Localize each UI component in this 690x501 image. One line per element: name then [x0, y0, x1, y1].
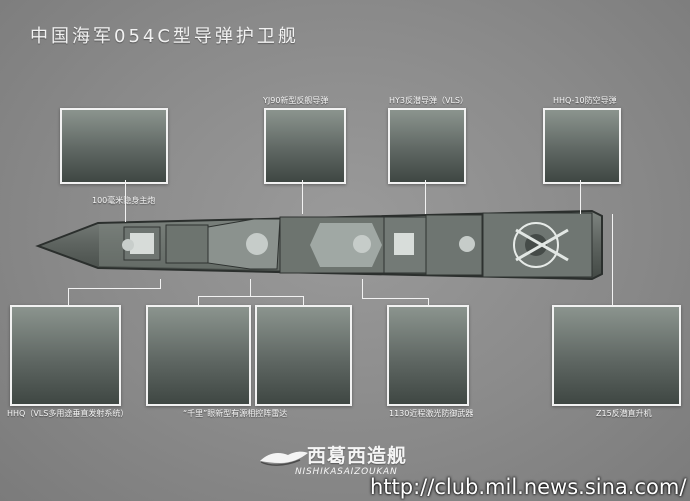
- z15-label: Z15反潜直升机: [596, 409, 652, 418]
- radar-label: “千里”眼新型有源相控阵雷达: [183, 409, 288, 418]
- radar-thumbnail-right: [255, 305, 352, 406]
- hy3-label: HY3反潜导弹（VLS）: [389, 96, 468, 105]
- hhq-vls-thumbnail: [10, 305, 121, 406]
- page-title: 中国海军054C型导弹护卫舰: [30, 26, 299, 47]
- frigate-top-view: [35, 209, 603, 281]
- callout-line-hhq10-v: [580, 180, 581, 214]
- logo-subtext: NISHIKASAIZOUKAN: [295, 467, 398, 477]
- callout-line-yj90-v: [302, 180, 303, 214]
- callout-line-radar-stem: [250, 279, 251, 297]
- laser-thumbnail: [387, 305, 469, 406]
- main-gun-label: 100毫米隐身主炮: [92, 196, 156, 205]
- hy3-thumbnail: [388, 108, 466, 184]
- callout-line-radar-right-v: [303, 296, 304, 306]
- yj90-label: YJ90新型反舰导弹: [263, 96, 329, 105]
- callout-line-radar-left-v: [198, 296, 199, 306]
- hhq10-thumbnail: [543, 108, 621, 184]
- callout-line-hy3-v: [425, 180, 426, 214]
- logo-mark-icon: [260, 451, 308, 466]
- z15-thumbnail: [552, 305, 681, 406]
- main-gun-thumbnail: [60, 108, 168, 184]
- radar-thumbnail-left: [146, 305, 251, 406]
- hhq10-label: HHQ-10防空导弹: [553, 96, 617, 105]
- logo-text: 西葛西造舰: [307, 445, 408, 467]
- callout-line-hhq-vls-stem: [160, 279, 161, 289]
- callout-line-hhq-vls-h: [68, 288, 160, 289]
- source-url: http://club.mil.news.sina.com/: [370, 475, 687, 499]
- yj90-thumbnail: [264, 108, 346, 184]
- hhq-vls-label: HHQ（VLS多用途垂直发射系统）: [7, 409, 129, 418]
- laser-label: 1130近程激光防御武器: [389, 409, 474, 418]
- callout-line-laser-v: [428, 298, 429, 306]
- callout-line-hhq-vls-v: [68, 288, 69, 306]
- callout-line-laser-h: [362, 298, 428, 299]
- callout-line-laser-stem: [362, 279, 363, 299]
- callout-line-z15-v: [612, 214, 613, 306]
- callout-line-main-gun-v: [125, 180, 126, 222]
